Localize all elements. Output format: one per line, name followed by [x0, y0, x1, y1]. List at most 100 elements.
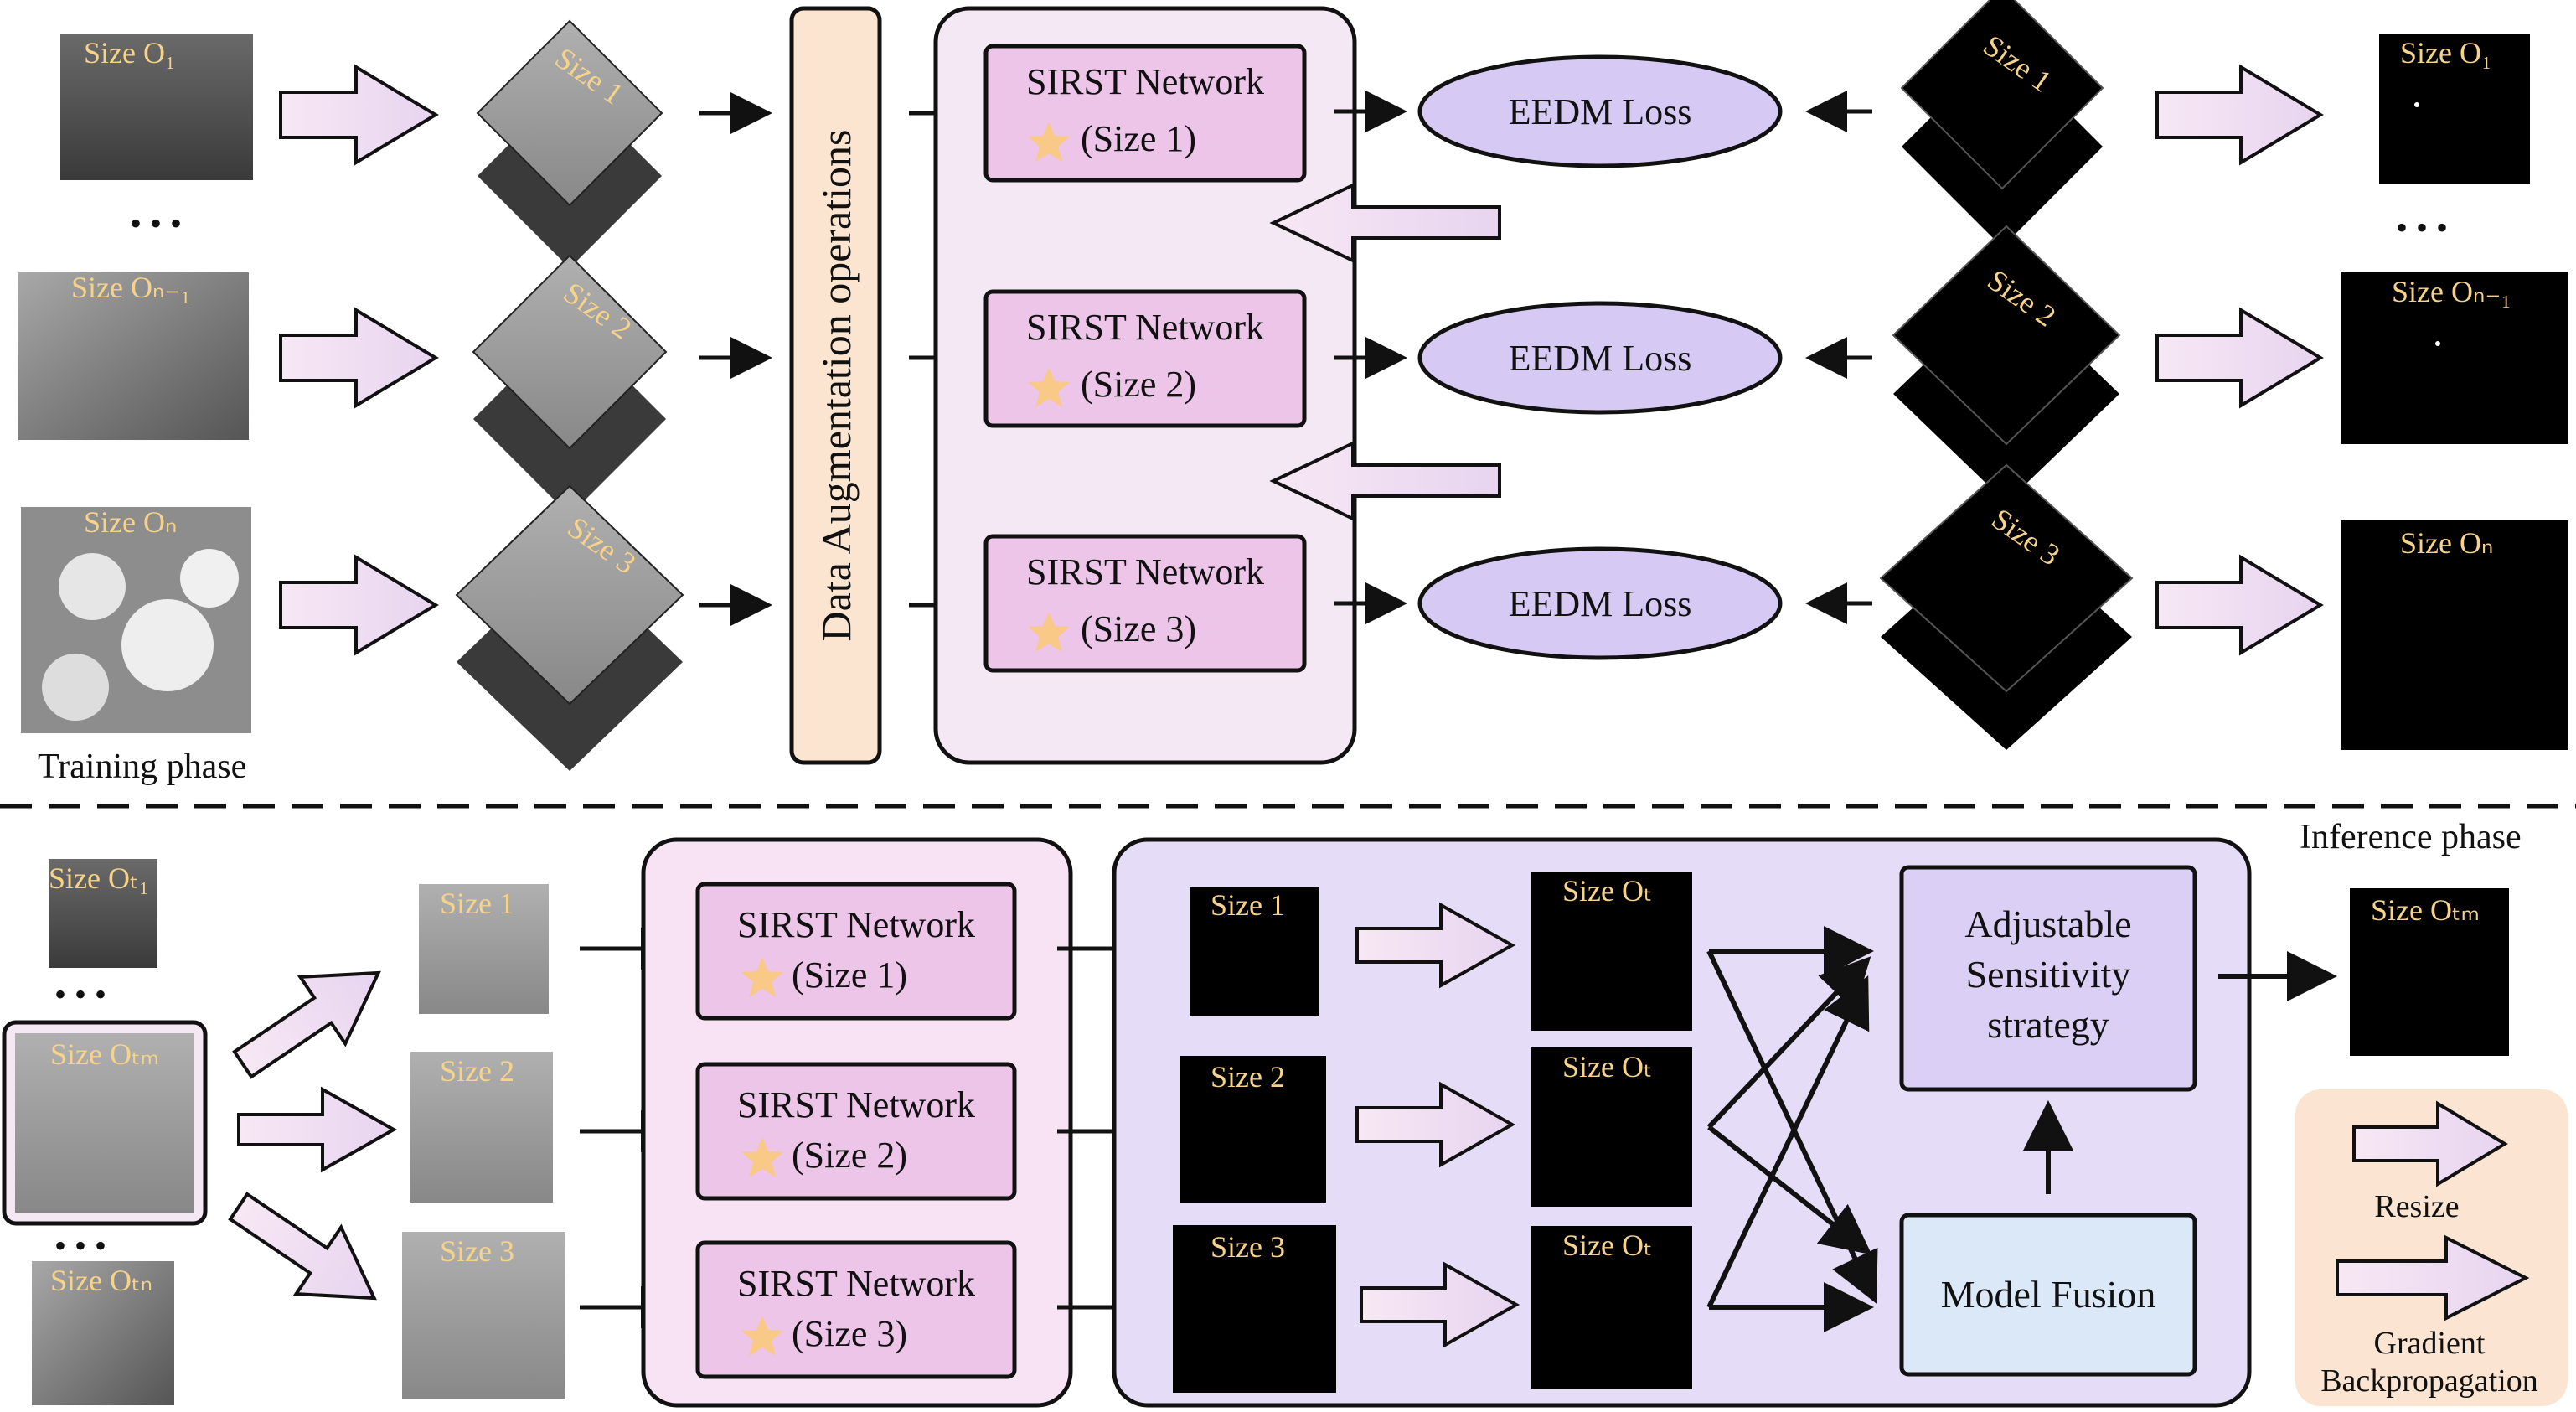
infer-network-box-2: SIRST Network (Size 2) — [695, 1062, 1017, 1201]
infer-final-output: Size Oₜₘ — [2350, 888, 2509, 1056]
loss-label-3: EEDM Loss — [1509, 583, 1692, 624]
infer-final-label: Size Oₜₘ — [2371, 893, 2480, 927]
infer-network-title-2: SIRST Network — [737, 1084, 975, 1125]
train-network-title-3: SIRST Network — [1026, 551, 1264, 592]
gradient-arrow — [1269, 182, 1501, 264]
augmentation-label: Data Augmentation operations — [813, 130, 860, 642]
train-output-label-1: Size O₁ — [2400, 36, 2492, 70]
model-fusion-box: Model Fusion — [1899, 1213, 2197, 1377]
infer-restored-2: Size Oₜ — [1531, 1047, 1692, 1207]
train-input-image-3: Size Oₙ — [21, 505, 251, 733]
resize-arrow — [2155, 64, 2324, 166]
resize-arrow — [279, 64, 439, 166]
eedm-loss-1: EEDM Loss — [1417, 54, 1783, 168]
resize-arrow — [1355, 1081, 1516, 1168]
train-network-title-2: SIRST Network — [1026, 307, 1264, 348]
legend-resize-arrow — [2352, 1100, 2508, 1187]
infer-resized-2: Size 2 — [410, 1052, 553, 1203]
train-input-label-2: Size Oₙ₋₁ — [71, 271, 191, 304]
train-dots-top: • • • — [130, 204, 182, 242]
star-icon — [741, 1137, 783, 1177]
infer-network-title-3: SIRST Network — [737, 1263, 975, 1304]
infer-dots-top: • • • — [54, 975, 106, 1013]
train-input-label-1: Size O₁ — [84, 36, 176, 70]
train-network-size-3: (Size 3) — [1081, 608, 1196, 649]
infer-input-image-3: Size Oₜₙ — [32, 1261, 174, 1405]
legend-resize-label: Resize — [2374, 1189, 2459, 1224]
infer-pred-2: Size 2 — [1180, 1056, 1326, 1203]
train-arrows-to-augmentation — [699, 92, 772, 626]
gradient-backprop-arrows — [1269, 182, 1501, 522]
resize-arrow — [228, 1192, 377, 1301]
infer-input-label-3: Size Oₜₙ — [50, 1264, 152, 1297]
infer-dots-bottom: • • • — [54, 1227, 106, 1265]
infer-resized-label-1: Size 1 — [440, 887, 514, 920]
legend-gradient-line-2: Backpropagation — [2320, 1363, 2538, 1399]
star-icon — [1028, 122, 1070, 162]
train-input-image-1: Size O₁ — [60, 34, 253, 180]
infer-resized-label-2: Size 2 — [440, 1054, 514, 1088]
infer-restored-label-1: Size Oₜ — [1562, 874, 1653, 908]
star-icon — [1028, 367, 1070, 407]
star-icon — [741, 957, 783, 997]
train-resized-stack-3: Size 3 — [455, 484, 684, 771]
train-output-dots: • • • — [2396, 209, 2448, 246]
train-output-1: Size O₁ — [2379, 34, 2530, 184]
train-network-box-1: SIRST Network (Size 1) — [983, 44, 1307, 183]
train-output-label-2: Size Oₙ₋₁ — [2392, 275, 2511, 308]
strategy-line-3: strategy — [1987, 1003, 2109, 1046]
infer-pred-label-3: Size 3 — [1211, 1230, 1285, 1264]
data-augmentation-box: Data Augmentation operations — [789, 6, 882, 765]
infer-block-arrows — [1355, 902, 1520, 1348]
infer-pred-3: Size 3 — [1173, 1225, 1336, 1393]
gt-stack-3: Size 3 — [1879, 463, 2134, 750]
train-network-size-1: (Size 1) — [1081, 118, 1196, 159]
strategy-line-2: Sensitivity — [1966, 953, 2131, 996]
legend-gradient-arrow — [2336, 1234, 2530, 1321]
resize-arrow — [237, 1086, 398, 1173]
infer-network-box-3: SIRST Network (Size 3) — [695, 1240, 1017, 1379]
resize-arrow — [2155, 554, 2324, 656]
gt-stack-2: Size 2 — [1892, 225, 2121, 503]
training-phase-label: Training phase — [38, 747, 246, 786]
legend-gradient-line-1: Gradient — [2374, 1326, 2486, 1361]
train-input-image-2: Size Oₙ₋₁ — [18, 271, 249, 440]
inference-phase-label: Inference phase — [2300, 818, 2522, 856]
infer-network-size-1: (Size 1) — [792, 954, 907, 996]
resize-arrow — [1355, 902, 1516, 989]
resize-arrow — [1360, 1261, 1520, 1348]
infer-crossing-arrows — [1706, 926, 1878, 1332]
infer-network-title-1: SIRST Network — [737, 904, 975, 945]
loss-label-2: EEDM Loss — [1509, 338, 1692, 379]
train-resized-stack-2: Size 2 — [472, 254, 668, 515]
infer-restored-label-2: Size Oₜ — [1562, 1050, 1653, 1084]
train-network-box-2: SIRST Network (Size 2) — [983, 289, 1307, 428]
star-icon — [741, 1316, 783, 1356]
infer-input-image-1: Size Oₜ₁ — [49, 859, 157, 968]
train-resized-stack-1: Size 1 — [476, 19, 663, 268]
infer-restored-label-3: Size Oₜ — [1562, 1228, 1653, 1262]
infer-network-size-2: (Size 2) — [792, 1135, 907, 1176]
gt-stack-1: Size 1 — [1900, 0, 2104, 247]
train-output-3: Size Oₙ — [2341, 520, 2568, 750]
loss-label-1: EEDM Loss — [1509, 91, 1692, 132]
infer-input-label-2: Size Oₜₘ — [50, 1037, 159, 1071]
infer-restored-1: Size Oₜ — [1531, 872, 1692, 1031]
train-input-label-3: Size Oₙ — [84, 505, 177, 539]
infer-pred-1: Size 1 — [1190, 887, 1319, 1016]
infer-resized-3: Size 3 — [402, 1232, 565, 1399]
eedm-loss-2: EEDM Loss — [1417, 301, 1783, 415]
infer-diag-arrows — [228, 970, 398, 1301]
infer-pred-label-2: Size 2 — [1211, 1060, 1285, 1094]
infer-restored-3: Size Oₜ — [1531, 1226, 1692, 1389]
infer-resized-label-3: Size 3 — [440, 1234, 514, 1268]
resize-arrow — [232, 970, 381, 1079]
train-output-label-3: Size Oₙ — [2400, 526, 2493, 560]
infer-network-box-1: SIRST Network (Size 1) — [695, 882, 1017, 1021]
train-network-box-3: SIRST Network (Size 3) — [983, 534, 1307, 673]
infer-pred-label-1: Size 1 — [1211, 888, 1285, 922]
infer-input-image-2: Size Oₜₘ — [2, 1020, 208, 1226]
train-arrows-to-loss — [1334, 91, 1407, 624]
